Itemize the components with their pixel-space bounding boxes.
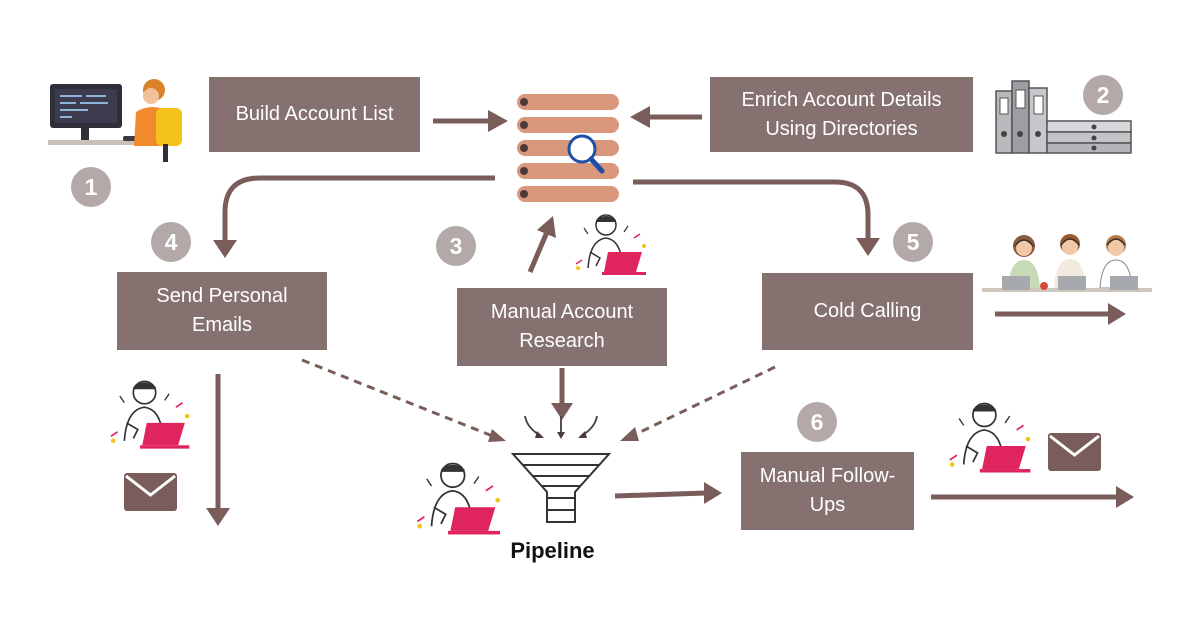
- arrowhead: [704, 482, 722, 504]
- database-search-icon: [517, 94, 619, 202]
- step-number-badge: 2: [1083, 75, 1123, 115]
- step-label: Cold Calling: [813, 300, 922, 322]
- arrowhead: [488, 429, 506, 442]
- pipeline-label: Pipeline: [510, 538, 595, 563]
- step-number-badge: 3: [436, 226, 476, 266]
- dashed-emails-to-funnel: [301, 358, 496, 439]
- step-label: Enrich Account Details Using Directories: [741, 88, 942, 140]
- stressed-worker-laptop-icon: [575, 214, 646, 275]
- funnel-icon: [510, 415, 612, 523]
- email-envelope-icon: [124, 473, 177, 511]
- arrow-research-to-database: [527, 231, 550, 273]
- step-manual-follow-ups: Manual Follow-Ups: [741, 452, 914, 530]
- arrow-database-to-emails: [222, 175, 495, 242]
- step-label: Manual Follow-Ups: [759, 465, 896, 516]
- arrowhead: [630, 106, 650, 128]
- step-number-badge: 1: [71, 167, 111, 207]
- arrow-pipeline-to-followups: [614, 490, 707, 499]
- step-send-personal-emails: Send Personal Emails: [117, 272, 327, 350]
- stressed-worker-laptop-icon: [949, 402, 1031, 473]
- arrowhead: [620, 427, 639, 441]
- step-manual-account-research: Manual Account Research: [457, 288, 667, 366]
- arrowhead: [213, 240, 237, 258]
- binders-icon: [995, 80, 1132, 154]
- dashed-calling-to-funnel: [631, 365, 776, 438]
- step-number-badge: 4: [151, 222, 191, 262]
- step-build-account-list: Build Account List: [209, 77, 420, 152]
- arrowhead: [1116, 486, 1134, 508]
- developer-at-desk-icon: [48, 79, 182, 162]
- stressed-worker-laptop-icon: [416, 462, 501, 535]
- stressed-worker-laptop-icon: [110, 380, 190, 449]
- arrowhead: [206, 508, 230, 526]
- arrowhead: [488, 110, 508, 132]
- arrowhead: [1108, 303, 1126, 325]
- email-envelope-icon: [1048, 433, 1101, 471]
- step-label: Build Account List: [235, 103, 394, 125]
- call-center-agents-icon: [982, 234, 1152, 292]
- step-cold-calling: Cold Calling: [762, 273, 973, 350]
- step-number-badge: 6: [797, 402, 837, 442]
- step-label: Send Personal Emails: [156, 285, 288, 336]
- step-number-badge: 5: [893, 222, 933, 262]
- arrowhead: [537, 216, 556, 238]
- arrowhead: [551, 403, 573, 420]
- step-enrich-account-details: Enrich Account Details Using Directories: [710, 77, 973, 152]
- arrow-database-to-calling: [633, 179, 871, 240]
- arrowhead: [856, 238, 880, 256]
- step-label: Manual Account Research: [490, 301, 634, 352]
